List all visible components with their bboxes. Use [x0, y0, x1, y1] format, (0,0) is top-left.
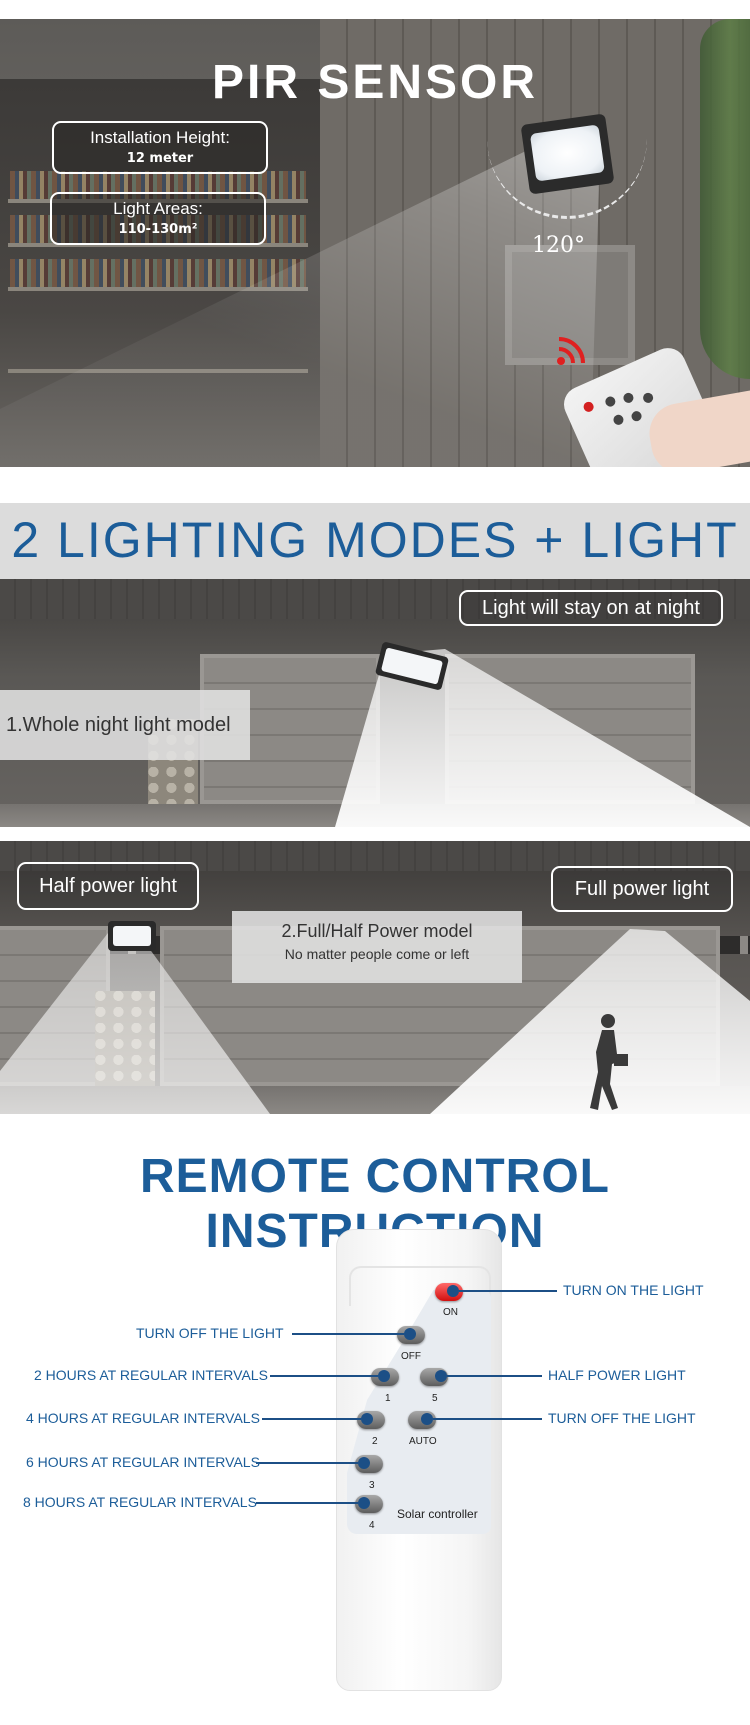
- remote-red-button: [582, 400, 596, 414]
- stay-on-tag: Light will stay on at night: [459, 590, 723, 626]
- six-hours-annotation: 6 HOURS AT REGULAR INTERVALS: [26, 1454, 260, 1470]
- on-dot: [447, 1285, 459, 1297]
- button-2-leader: [262, 1418, 361, 1420]
- walking-person-icon: [590, 1014, 628, 1110]
- half-power-annotation: HALF POWER LIGHT: [548, 1367, 686, 1383]
- remote-button: [611, 413, 626, 427]
- installation-height-value: 12 meter: [126, 151, 194, 166]
- off-leader: [292, 1333, 404, 1335]
- lamp-face: [113, 926, 151, 946]
- whole-night-label: 1.Whole night light model: [0, 690, 250, 760]
- lamp-face: [529, 124, 605, 182]
- power-model-label: 2.Full/Half Power model No matter people…: [232, 911, 522, 983]
- turn-off-left-annotation: TURN OFF THE LIGHT: [136, 1325, 284, 1341]
- on-button-label: ON: [443, 1307, 458, 1318]
- auto-dot: [421, 1413, 433, 1425]
- remote-top: [349, 1266, 491, 1306]
- pir-sensor-section: 120° PIR SENSOR Installation Height: 12 …: [0, 19, 750, 467]
- shelf: [8, 287, 308, 291]
- button-4-label: 4: [369, 1520, 375, 1531]
- lighting-modes-title: 2 LIGHTING MODES + LIGHT: [11, 512, 739, 568]
- button-2-label: 2: [372, 1436, 378, 1447]
- remote-button: [641, 391, 655, 405]
- books: [10, 259, 306, 287]
- light-areas-box: Light Areas: 110-130m²: [50, 192, 266, 245]
- on-leader: [459, 1290, 557, 1292]
- turn-on-annotation: TURN ON THE LIGHT: [563, 1282, 704, 1298]
- eight-hours-annotation: 8 HOURS AT REGULAR INTERVALS: [23, 1494, 257, 1510]
- detection-arc: [487, 129, 647, 219]
- light-areas-value: 110-130m²: [118, 222, 198, 237]
- four-hours-annotation: 4 HOURS AT REGULAR INTERVALS: [26, 1410, 260, 1426]
- light-areas-label: Light Areas:: [113, 199, 203, 218]
- button-5-label: 5: [432, 1393, 438, 1404]
- off-dot: [404, 1328, 416, 1340]
- half-power-tag: Half power light: [17, 862, 199, 910]
- power-model-scene: Half power light Full power light 2.Full…: [0, 841, 750, 1114]
- two-hours-annotation: 2 HOURS AT REGULAR INTERVALS: [34, 1367, 268, 1383]
- auto-leader: [433, 1418, 542, 1420]
- button-1-label: 1: [385, 1393, 391, 1404]
- wifi-signal-icon: [557, 337, 585, 365]
- detection-angle: 120°: [532, 233, 585, 258]
- button-5-dot: [435, 1370, 447, 1382]
- whole-night-scene: Light will stay on at night 1.Whole nigh…: [0, 579, 750, 827]
- power-model-subtitle: No matter people come or left: [284, 946, 470, 962]
- button-4-leader: [256, 1502, 358, 1504]
- turn-off-right-annotation: TURN OFF THE LIGHT: [548, 1410, 696, 1426]
- button-2-dot: [361, 1413, 373, 1425]
- roof: [0, 579, 750, 619]
- button-3-leader: [256, 1462, 358, 1464]
- installation-height-box: Installation Height: 12 meter: [52, 121, 268, 174]
- button-5-leader: [447, 1375, 542, 1377]
- brand-label: Solar controller: [397, 1507, 478, 1521]
- flood-light-icon: [520, 113, 615, 195]
- button-3-label: 3: [369, 1480, 375, 1491]
- remote-button: [621, 391, 636, 405]
- foliage: [700, 19, 750, 379]
- installation-height-label: Installation Height:: [90, 128, 230, 147]
- button-4-dot: [358, 1497, 370, 1509]
- button-1-dot: [378, 1370, 390, 1382]
- remote-button: [629, 409, 644, 423]
- auto-button-label: AUTO: [409, 1436, 437, 1447]
- button-1-leader: [270, 1375, 378, 1377]
- shelf: [8, 243, 308, 247]
- lighting-modes-banner: 2 LIGHTING MODES + LIGHT: [0, 503, 750, 579]
- flood-light-icon: [108, 921, 156, 951]
- button-3-dot: [358, 1457, 370, 1469]
- remote-button: [603, 394, 617, 409]
- full-power-tag: Full power light: [551, 866, 733, 912]
- off-button-label: OFF: [401, 1351, 421, 1362]
- power-model-title: 2.Full/Half Power model: [281, 921, 473, 941]
- pir-title: PIR SENSOR: [211, 56, 539, 109]
